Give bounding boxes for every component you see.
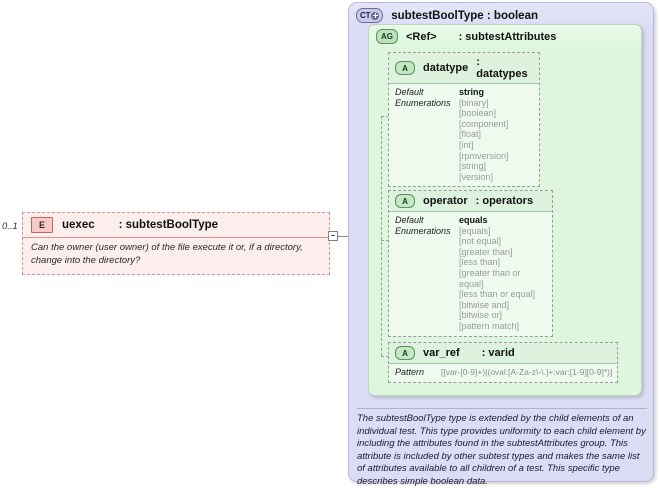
facet-pattern-value: [[var-[0-9]+)|(oval:[A-Za-z\-\.]+:var:[1… xyxy=(441,367,613,377)
element-badge-icon: E xyxy=(31,217,53,233)
attribute-name: operator xyxy=(423,195,468,207)
attribute-name: datatype xyxy=(423,62,469,74)
enum-value: [version] xyxy=(459,171,494,182)
enum-value: [int] xyxy=(459,140,474,151)
enum-value: [greater than] xyxy=(459,246,513,257)
complextype-expand-icon[interactable]: CT xyxy=(356,8,384,23)
attribute-facets: Default equals Enumerations [equals][not… xyxy=(389,212,552,336)
element-box-uexec[interactable]: E uexec : subtestBoolType Can the owner … xyxy=(22,212,330,275)
attribute-badge-icon: A xyxy=(395,194,415,208)
enum-value: [component] xyxy=(459,118,509,129)
element-type: : subtestBoolType xyxy=(118,219,219,231)
facet-default-value: equals xyxy=(459,215,488,225)
facet-row-enumerations: Enumerations [binary][boolean][component… xyxy=(395,98,533,183)
connector-line xyxy=(337,236,357,237)
attribute-box-datatype[interactable]: A datatype : datatypes Default string En… xyxy=(388,52,540,188)
facet-label: Pattern xyxy=(395,367,425,377)
enum-value: [bitwise and] xyxy=(459,299,510,310)
facet-row-default: Default string xyxy=(395,87,533,98)
plus-icon xyxy=(371,11,380,20)
attribute-box-operator[interactable]: A operator : operators Default equals En… xyxy=(388,190,553,337)
attribute-name: var_ref xyxy=(423,347,460,359)
enum-value: [equals] xyxy=(459,225,491,236)
cardinality-label: 0..1 xyxy=(2,221,18,232)
attribute-header: A datatype : datatypes xyxy=(389,53,539,84)
attribute-type: : varid xyxy=(481,347,515,359)
spine-stub-varref xyxy=(381,356,389,358)
facet-values: equals xyxy=(459,215,488,226)
facet-values: [[var-[0-9]+)|(oval:[A-Za-z\-\.]+:var:[1… xyxy=(441,367,612,378)
facet-label: Enumerations xyxy=(395,97,451,108)
facet-row-default: Default equals xyxy=(395,215,546,226)
attribute-box-var-ref[interactable]: A var_ref : varid Pattern [[var-[0-9]+)|… xyxy=(388,342,618,383)
collapse-minus-icon[interactable] xyxy=(328,231,338,241)
enum-value: [less than or equal] xyxy=(459,289,536,300)
enum-value: [binary] xyxy=(459,97,489,108)
element-name: uexec xyxy=(62,219,95,231)
complex-type-title: subtestBoolType : boolean xyxy=(391,9,539,22)
element-box-header: E uexec : subtestBoolType xyxy=(23,213,329,238)
facet-default-value: string xyxy=(459,87,485,97)
facet-label: Default xyxy=(395,87,424,97)
element-documentation: Can the owner (user owner) of the file e… xyxy=(31,242,303,266)
facet-row-enumerations: Enumerations [equals][not equal][greater… xyxy=(395,226,546,332)
enum-value: [greater than or equal] xyxy=(459,268,521,289)
complex-type-header: CT subtestBoolType : boolean xyxy=(349,3,653,28)
attribute-type: : operators xyxy=(475,195,534,207)
attribute-badge-icon: A xyxy=(395,61,415,75)
enum-value: [rpmversion] xyxy=(459,150,509,161)
sequence-spine xyxy=(381,116,383,356)
enum-value: [boolean] xyxy=(459,108,497,119)
attribute-group-type: : subtestAttributes xyxy=(458,30,557,43)
enum-value: [float] xyxy=(459,129,482,140)
facet-enum-list: [binary][boolean][component][float][int]… xyxy=(459,98,509,183)
complex-type-description: The subtestBoolType type is extended by … xyxy=(357,408,647,488)
spine-stub-operator xyxy=(381,240,389,242)
attribute-header: A var_ref : varid xyxy=(389,343,617,364)
attribute-facets: Pattern [[var-[0-9]+)|(oval:[A-Za-z\-\.]… xyxy=(389,364,617,382)
facet-enum-list: [equals][not equal][greater than][less t… xyxy=(459,226,546,332)
facet-values: string xyxy=(459,87,484,98)
facet-row-pattern: Pattern [[var-[0-9]+)|(oval:[A-Za-z\-\.]… xyxy=(395,367,612,378)
enum-value: [not equal] xyxy=(459,236,502,247)
attribute-facets: Default string Enumerations [binary][boo… xyxy=(389,84,539,187)
enum-value: [less than] xyxy=(459,257,501,268)
attribute-type: : datatypes xyxy=(476,56,528,80)
facet-label: Enumerations xyxy=(395,225,451,236)
enum-value: [string] xyxy=(459,161,487,172)
enum-value: [bitwise or] xyxy=(459,310,503,321)
attribute-badge-icon: A xyxy=(395,346,415,360)
attribute-header: A operator : operators xyxy=(389,191,552,212)
spine-stub-datatype xyxy=(381,116,389,118)
attribute-group-header: AG <Ref> : subtestAttributes xyxy=(369,25,641,48)
facet-label: Default xyxy=(395,215,424,225)
attribute-group-ref: <Ref> xyxy=(406,30,437,43)
attributegroup-badge-icon: AG xyxy=(376,29,398,44)
enum-value: [pattern match] xyxy=(459,321,520,332)
